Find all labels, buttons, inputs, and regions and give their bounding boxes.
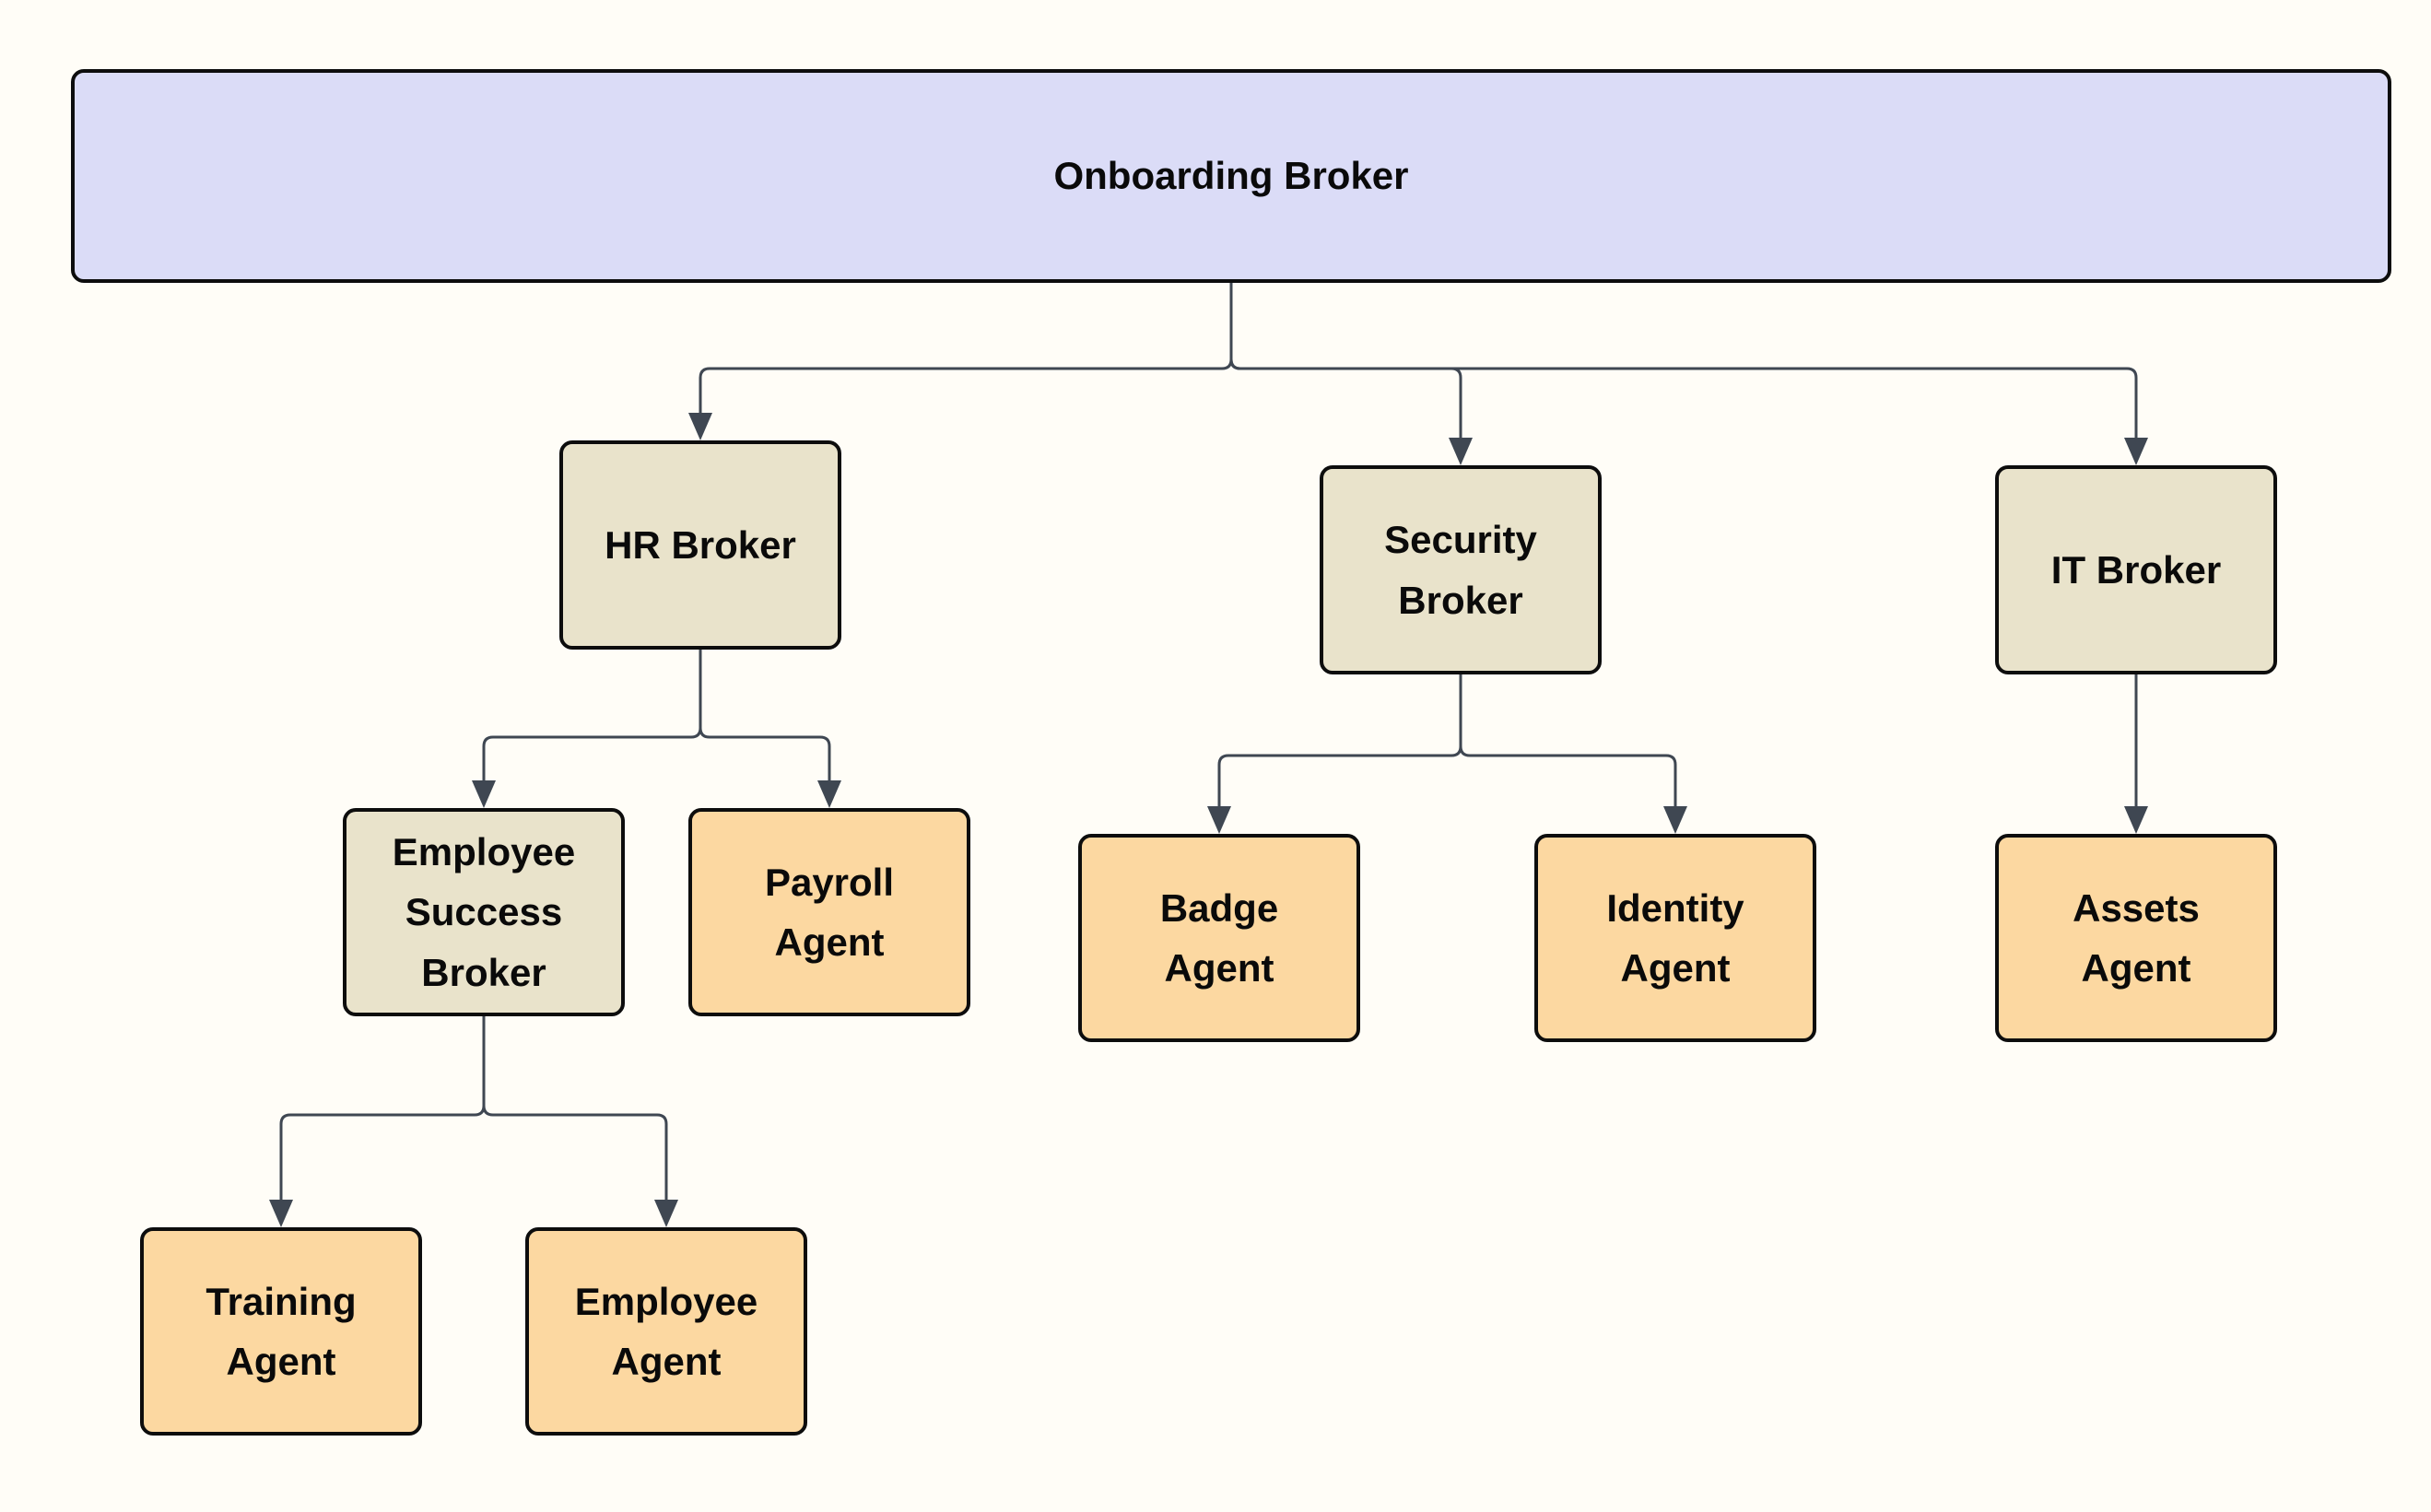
node-identity-agent: Identity Agent xyxy=(1534,834,1816,1042)
node-employee-agent: Employee Agent xyxy=(525,1227,807,1436)
arrowhead-employee-success xyxy=(472,780,496,808)
arrowhead-training xyxy=(269,1200,293,1227)
node-badge-agent: Badge Agent xyxy=(1078,834,1360,1042)
edge-employee-success-to-employee xyxy=(482,1016,678,1227)
edge-security-to-badge xyxy=(1207,674,1462,834)
node-security-broker: Security Broker xyxy=(1320,465,1602,674)
node-payroll-agent: Payroll Agent xyxy=(688,808,970,1016)
arrowhead-identity xyxy=(1663,806,1687,834)
node-employee-success-broker: Employee Success Broker xyxy=(343,808,625,1016)
arrowhead-employee xyxy=(654,1200,678,1227)
arrowhead-it xyxy=(2124,438,2148,465)
edge-onboarding-to-it xyxy=(1229,283,2148,465)
edge-hr-to-employee-success xyxy=(472,650,702,808)
node-onboarding-broker: Onboarding Broker xyxy=(71,69,2391,283)
edge-onboarding-to-hr xyxy=(688,283,1233,440)
arrowhead-payroll xyxy=(817,780,841,808)
arrowhead-badge xyxy=(1207,806,1231,834)
arrowhead-hr xyxy=(688,413,712,440)
node-it-broker: IT Broker xyxy=(1995,465,2277,674)
edge-it-to-assets xyxy=(2124,674,2148,834)
arrowhead-assets xyxy=(2124,806,2148,834)
edge-employee-success-to-training xyxy=(269,1016,486,1227)
node-hr-broker: HR Broker xyxy=(559,440,841,650)
node-assets-agent: Assets Agent xyxy=(1995,834,2277,1042)
edge-hr-to-payroll xyxy=(699,650,841,808)
node-training-agent: Training Agent xyxy=(140,1227,422,1436)
edge-onboarding-to-security xyxy=(1229,283,1473,465)
arrowhead-security xyxy=(1449,438,1473,465)
edge-security-to-identity xyxy=(1459,674,1687,834)
